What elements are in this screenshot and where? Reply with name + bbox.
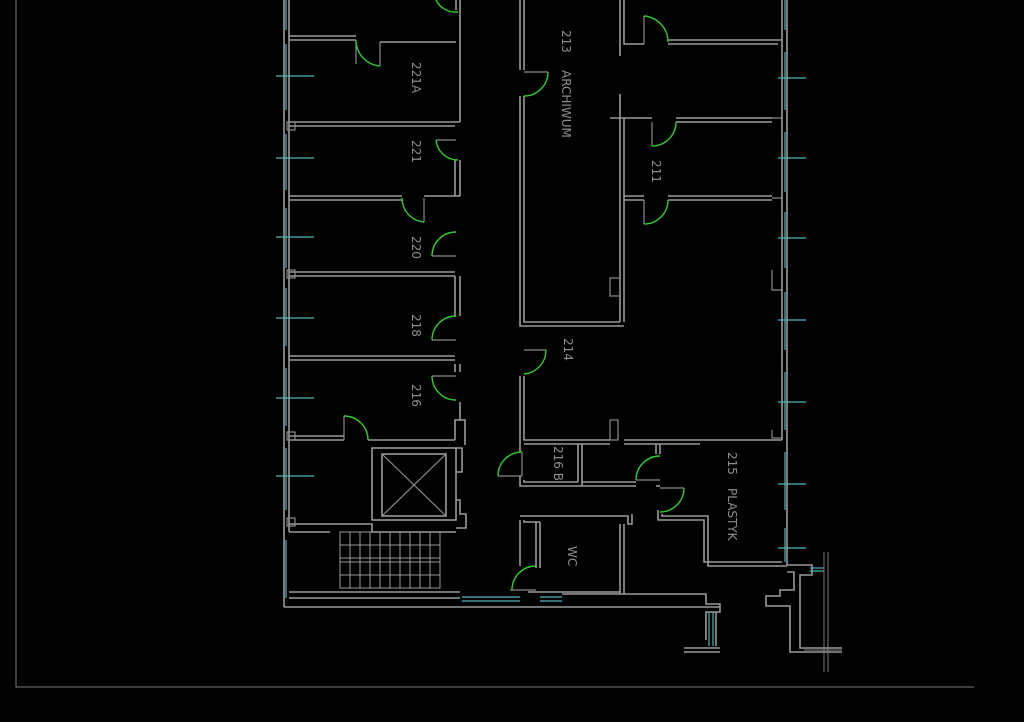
door-wc bbox=[510, 565, 537, 591]
room-label-wc: WC bbox=[565, 546, 579, 566]
room-labels: 2 213 ARCHIWUM 221A 221 211 220 218 214 … bbox=[409, 30, 739, 566]
drawing-frame bbox=[15, 0, 974, 688]
bottom-facade bbox=[284, 591, 721, 653]
door-213 bbox=[523, 71, 549, 97]
door-211-top bbox=[651, 121, 677, 147]
door-218-top bbox=[431, 315, 457, 341]
elevator-shaft bbox=[381, 453, 447, 517]
room-label-214: 214 bbox=[561, 338, 575, 361]
lower-right-rooms bbox=[519, 376, 787, 594]
door-215-top bbox=[635, 455, 661, 481]
door-221a bbox=[355, 39, 381, 67]
door-220 bbox=[431, 231, 457, 257]
door-218-bottom bbox=[431, 375, 457, 401]
room-label-213: 213 bbox=[559, 30, 573, 53]
corner-structure bbox=[765, 552, 842, 672]
right-facade bbox=[771, 0, 806, 565]
door-212 bbox=[435, 0, 459, 13]
door-211-bottom bbox=[643, 199, 669, 225]
room-label-221a: 221A bbox=[409, 62, 423, 94]
door-214 bbox=[523, 349, 547, 375]
left-rooms-walls bbox=[286, 0, 467, 533]
room-label-211: 211 bbox=[649, 160, 663, 183]
room-label-artist: PLASTYK bbox=[725, 488, 739, 542]
door-swings bbox=[343, 0, 685, 591]
door-221-side bbox=[401, 197, 425, 223]
door-212-right bbox=[643, 15, 669, 44]
room-label-220: 220 bbox=[409, 236, 423, 259]
door-216b bbox=[497, 451, 523, 477]
door-217 bbox=[343, 415, 369, 441]
room-label-216b: 216 B bbox=[551, 446, 565, 481]
room-label-216: 216 bbox=[409, 384, 423, 407]
room-label-221: 221 bbox=[409, 140, 423, 163]
room-label-215: 215 bbox=[725, 452, 739, 475]
staircase bbox=[339, 531, 441, 589]
room-label-archive: ARCHIWUM bbox=[559, 70, 573, 138]
left-facade bbox=[276, 0, 314, 607]
door-221 bbox=[435, 139, 459, 161]
archive-block bbox=[519, 0, 782, 327]
door-215-bottom bbox=[659, 487, 685, 513]
room-label-218: 218 bbox=[409, 314, 423, 337]
